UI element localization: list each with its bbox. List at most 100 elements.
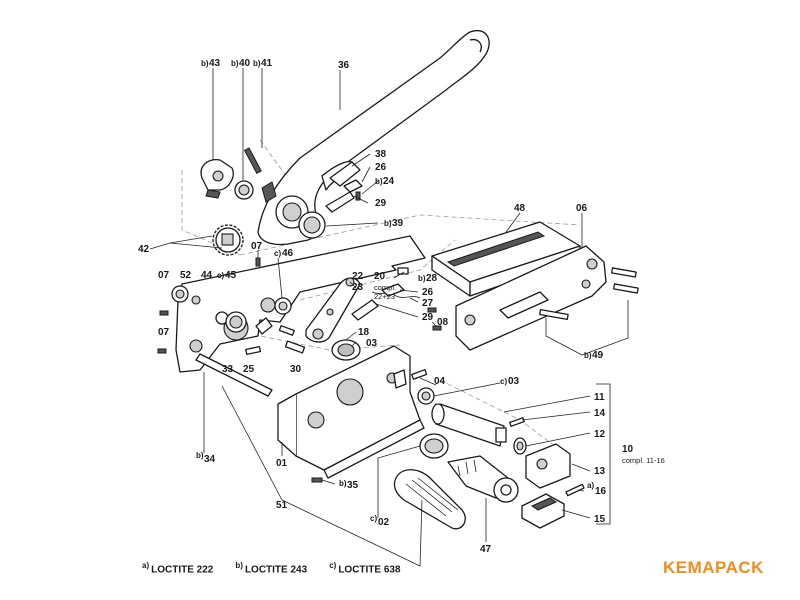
part-07-screws — [157, 257, 437, 354]
label-34-prefix: b) — [196, 451, 204, 460]
part-12-ring — [513, 437, 527, 455]
label-28: 28 — [426, 273, 438, 284]
part-36-handle-lever — [257, 29, 490, 246]
label-28-prefix: b) — [418, 274, 426, 283]
label-35: 35 — [347, 480, 359, 491]
label-07c: 07 — [158, 327, 170, 338]
label-08: 08 — [437, 317, 449, 328]
part-35-screw — [311, 477, 323, 483]
label-46: 46 — [282, 248, 294, 259]
label-23: 23 — [352, 282, 364, 293]
label-10-compl: compl. 11-16 — [622, 456, 665, 465]
label-26a: 26 — [375, 162, 387, 173]
part-28-pin — [397, 267, 409, 275]
part-13-block — [525, 443, 571, 489]
part-26-clip — [343, 179, 363, 193]
label-35-prefix: b) — [339, 479, 347, 488]
label-48: 48 — [514, 203, 526, 214]
label-24: 24 — [383, 176, 395, 187]
label-45: 45 — [225, 270, 237, 281]
label-45-prefix: c) — [217, 271, 224, 280]
label-44: 44 — [201, 270, 213, 281]
label-20: 20 — [374, 271, 386, 282]
label-29a: 29 — [375, 198, 387, 209]
label-04: 04 — [434, 376, 446, 387]
leader-lines — [149, 68, 629, 567]
legend-item-c: c)LOCTITE 638 — [329, 561, 400, 575]
part-18-roller — [331, 339, 361, 361]
label-02: 02 — [378, 517, 390, 528]
label-22: 22 — [352, 271, 364, 282]
label-03b: 03 — [508, 376, 520, 387]
part-01-base-frame — [277, 345, 425, 479]
label-51: 51 — [276, 500, 288, 511]
legend-marker-b: b) — [235, 561, 243, 570]
part-06-right-plate — [455, 245, 607, 351]
label-14: 14 — [594, 408, 606, 419]
label-03b-prefix: c) — [500, 377, 507, 386]
part-51-knurled-roller — [393, 469, 466, 530]
part-42-gear — [212, 224, 244, 256]
label-33: 33 — [222, 364, 234, 375]
label-39-prefix: b) — [384, 219, 392, 228]
part-47-feed-wheel — [447, 455, 519, 503]
label-42: 42 — [138, 244, 150, 255]
part-24-screw — [355, 191, 361, 201]
part-27-spring — [371, 291, 421, 299]
part-pins-25-30-33-34 — [195, 325, 306, 397]
part-48-top-bar — [431, 221, 581, 297]
label-52: 52 — [180, 270, 192, 281]
part-38-spring-plate — [329, 161, 361, 187]
part-45-46-rings — [225, 297, 292, 333]
label-12: 12 — [594, 429, 606, 440]
label-30: 30 — [290, 364, 302, 375]
label-16-prefix: a) — [587, 481, 594, 490]
label-24-prefix: b) — [375, 177, 383, 186]
part-14-pin — [509, 417, 525, 427]
label-01: 01 — [276, 458, 288, 469]
label-07a: 07 — [251, 241, 263, 252]
label-40-prefix: b) — [231, 59, 239, 68]
part-04-ring — [411, 369, 435, 405]
label-43: 43 — [209, 58, 221, 69]
label-16: 16 — [595, 486, 607, 497]
label-38: 38 — [375, 149, 387, 160]
label-25: 25 — [243, 364, 255, 375]
legend-item-a: a)LOCTITE 222 — [142, 561, 213, 575]
label-49-prefix: b) — [584, 351, 592, 360]
part-52-cap — [171, 285, 189, 303]
part-43-cam — [200, 159, 234, 199]
label-15: 15 — [594, 514, 606, 525]
label-11: 11 — [594, 392, 605, 403]
part-15-base-block — [521, 493, 565, 529]
label-03a: 03 — [366, 338, 378, 349]
legend-item-b: b)LOCTITE 243 — [235, 561, 307, 575]
label-06: 06 — [576, 203, 588, 214]
label-27: 27 — [422, 298, 434, 309]
label-07b: 07 — [158, 270, 170, 281]
label-compl-22-23: 22+23 — [374, 292, 395, 301]
part-40-ring — [234, 180, 254, 200]
label-36: 36 — [338, 60, 350, 71]
part-11-shaft — [431, 403, 507, 447]
label-39: 39 — [392, 218, 404, 229]
part-26-29-small — [351, 283, 405, 321]
part-20-lever-assembly — [305, 277, 361, 343]
label-10: 10 — [622, 444, 634, 455]
label-18: 18 — [358, 327, 370, 338]
legend-text-c: LOCTITE 638 — [338, 564, 401, 576]
label-41-prefix: b) — [253, 59, 261, 68]
part-49-screws — [539, 267, 639, 321]
label-34: 34 — [204, 454, 216, 465]
label-40: 40 — [239, 58, 251, 69]
label-49: 49 — [592, 350, 604, 361]
part-number-labels: b) 43 b) 40 b) 41 36 38 26 b) 24 29 b) 3… — [138, 58, 665, 555]
part-16-pin — [565, 483, 585, 497]
label-41: 41 — [261, 58, 273, 69]
legend-marker-c: c) — [329, 561, 337, 570]
loctite-legend: a)LOCTITE 222 b)LOCTITE 243 c)LOCTITE 63… — [142, 561, 401, 575]
label-02-prefix: c) — [370, 514, 377, 523]
legend-text-a: LOCTITE 222 — [151, 564, 214, 576]
legend-marker-a: a) — [142, 561, 150, 570]
